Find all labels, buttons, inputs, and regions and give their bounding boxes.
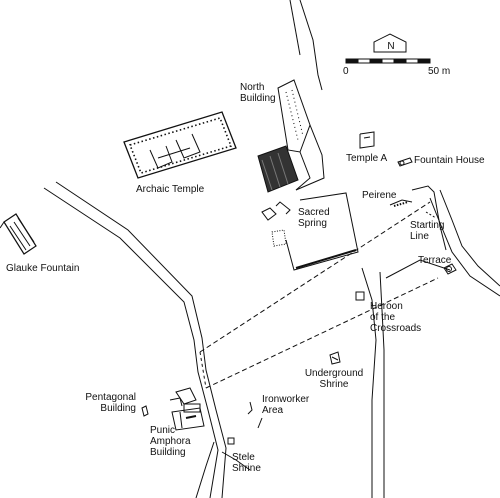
archaic-temple [123,111,237,179]
underground-shrine [329,351,341,365]
stele-shrine [227,437,235,445]
label-pentagonal-building: Pentagonal Building [85,392,136,414]
scale-bar [345,58,431,64]
peirene [389,185,447,251]
label-ironworker-area: Ironworker Area [262,394,310,416]
label-fountain-house: Fountain House [414,155,485,166]
ironworker-area [247,401,263,429]
label-archaic-temple: Archaic Temple [136,184,205,195]
label-stele-shrine: Stele Shrine [232,452,261,474]
label-heroon: Heroon of the Crossroads [370,301,422,334]
sacred-precinct [285,192,359,271]
label-underground-shrine: Underground Shrine [304,368,364,390]
north-building [277,79,325,191]
label-sacred-spring: Sacred Spring [298,207,330,229]
temple-a [359,131,375,149]
scale-start-label: 0 [343,66,349,77]
label-glauke-fountain: Glauke Fountain [6,263,80,274]
scale-end-label: 50 m [428,66,451,77]
label-starting-line: Starting Line [410,220,445,242]
label-temple-a: Temple A [346,153,388,164]
terrace [443,263,457,275]
north-letter: N [387,41,395,52]
label-north-building: North Building [240,82,276,104]
label-punic-amphora-building: Punic Amphora Building [150,425,191,458]
main-road [43,181,251,498]
north-arrow-icon [373,33,407,53]
hatched-structure [257,145,299,193]
lechaion-road [289,0,323,91]
eastern-road [361,189,500,498]
racetrack [199,201,439,389]
fountain-house [397,157,413,167]
small-shrine-marker [141,405,149,417]
glauke-fountain [0,213,37,255]
label-terrace: Terrace [418,255,452,266]
heroon [355,291,365,301]
sacred-spring [261,201,291,247]
punic-amphora-building [171,407,205,431]
label-peirene: Peirene [362,190,397,201]
